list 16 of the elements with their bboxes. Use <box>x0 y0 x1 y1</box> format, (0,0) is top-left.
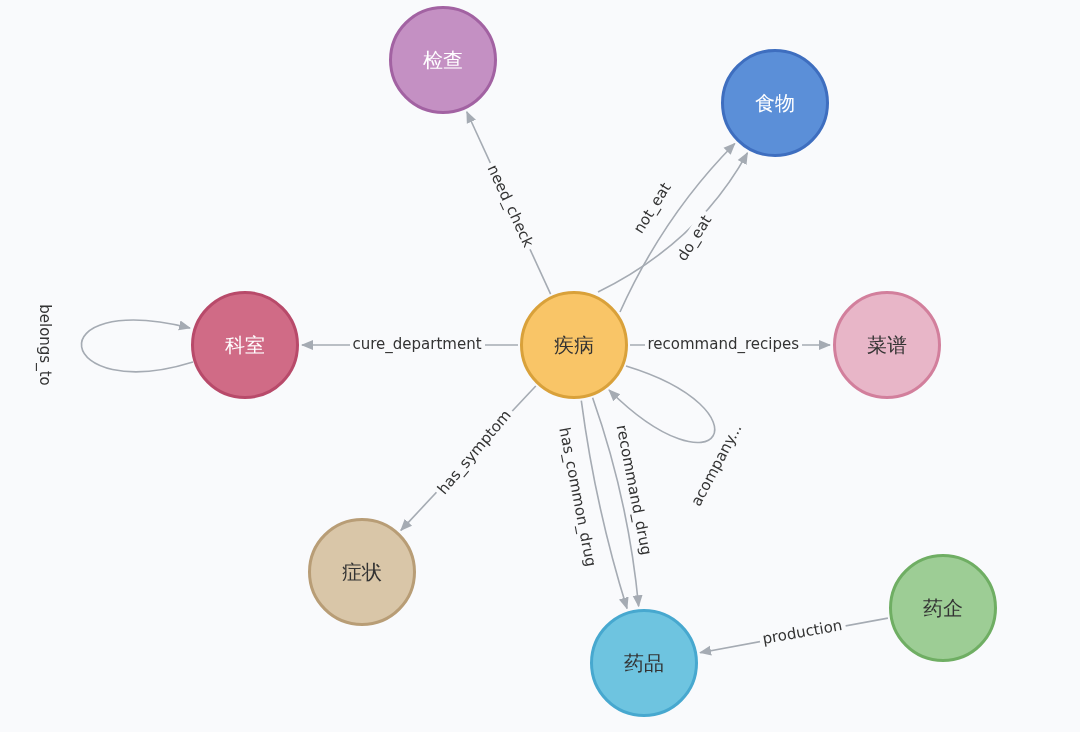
arrow <box>619 142 736 313</box>
node-circle: 疾病 <box>520 291 628 399</box>
arrow <box>80 319 194 373</box>
node-circle: 症状 <box>308 518 416 626</box>
node-circle: 检查 <box>389 6 497 114</box>
arrow <box>597 152 749 293</box>
node-circle: 菜谱 <box>833 291 941 399</box>
node-circle: 药企 <box>889 554 997 662</box>
node-circle: 食物 <box>721 49 829 157</box>
edge-label: cure_department <box>349 335 485 353</box>
edge-label: recommand_recipes <box>644 335 802 353</box>
arrow <box>608 365 716 444</box>
arrow <box>580 399 629 610</box>
arrow <box>591 397 643 608</box>
node-circle: 科室 <box>191 291 299 399</box>
node-circle: 药品 <box>590 609 698 717</box>
